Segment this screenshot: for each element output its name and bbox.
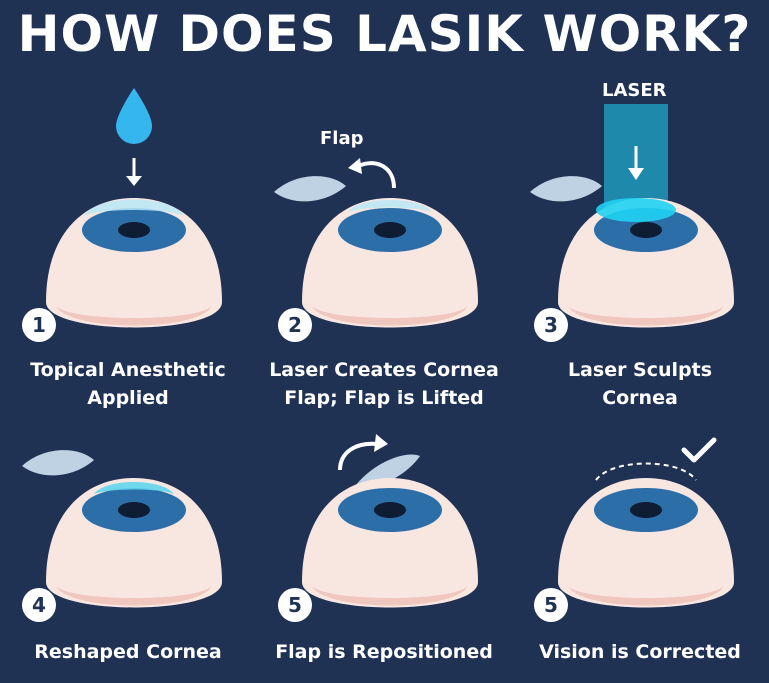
cornea-flap-icon (22, 450, 94, 476)
step-6-caption: Vision is Corrected (515, 638, 765, 666)
curved-arrow-icon (338, 441, 379, 471)
droplet-icon (116, 88, 152, 144)
lifted-flap (530, 176, 602, 202)
down-arrow-icon (628, 146, 644, 180)
step-number-badge: 5 (278, 588, 312, 622)
step-number-badge: 3 (534, 308, 568, 342)
step-5-caption: Flap is Repositioned (259, 638, 509, 666)
laser-glow (596, 198, 676, 222)
caption-line: Laser Creates Cornea (269, 359, 499, 381)
step-6-illustration (558, 437, 734, 608)
step-1-caption: Topical Anesthetic Applied (3, 356, 253, 412)
caption-line: Applied (87, 387, 169, 409)
step-4-panel: 4 Reshaped Cornea (0, 420, 256, 683)
flap-label: Flap (320, 128, 364, 149)
step-4-illustration (22, 450, 222, 608)
step-number-badge: 2 (278, 308, 312, 342)
caption-line: Flap; Flap is Lifted (284, 387, 484, 409)
step-3-panel: LASER 3 Laser Sculpts Cornea (512, 70, 768, 420)
pupil (374, 222, 406, 238)
curved-arrow-icon (357, 161, 396, 189)
caption-line: Cornea (602, 387, 678, 409)
caption-line: Vision is Corrected (539, 641, 741, 663)
step-number-badge: 4 (22, 588, 56, 622)
corrected-outline (595, 462, 697, 481)
checkmark-icon (681, 437, 717, 463)
step-5-illustration (302, 434, 478, 608)
step-3-illustration (530, 104, 734, 328)
caption-line: Topical Anesthetic (30, 359, 226, 381)
pupil (118, 502, 150, 518)
pupil (118, 222, 150, 238)
reshaped-cornea (94, 482, 174, 494)
page-title: HOW DOES LASIK WORK? (17, 5, 752, 63)
step-5-panel: 5 Flap is Repositioned (256, 420, 512, 683)
caption-line: Flap is Repositioned (275, 641, 493, 663)
step-2-illustration (274, 158, 478, 328)
pupil (374, 502, 406, 518)
laser-label: LASER (602, 80, 667, 101)
step-6-panel: 5 Vision is Corrected (512, 420, 768, 683)
down-arrow-icon (126, 158, 142, 186)
step-4-caption: Reshaped Cornea (3, 638, 253, 666)
step-number-badge: 1 (22, 308, 56, 342)
caption-line: Reshaped Cornea (34, 641, 222, 663)
step-3-caption: Laser Sculpts Cornea (515, 356, 765, 412)
step-2-caption: Laser Creates Cornea Flap; Flap is Lifte… (259, 356, 509, 412)
lifted-flap (274, 176, 346, 202)
step-1-panel: 1 Topical Anesthetic Applied (0, 70, 256, 420)
step-1-illustration (46, 88, 222, 328)
pupil (630, 502, 662, 518)
cornea (84, 199, 184, 216)
step-2-panel: Flap 2 Laser Creates Cornea Flap; Flap i… (256, 70, 512, 420)
pupil (630, 222, 662, 238)
step-number-badge: 5 (534, 588, 568, 622)
cornea (348, 200, 432, 212)
caption-line: Laser Sculpts (567, 359, 713, 381)
